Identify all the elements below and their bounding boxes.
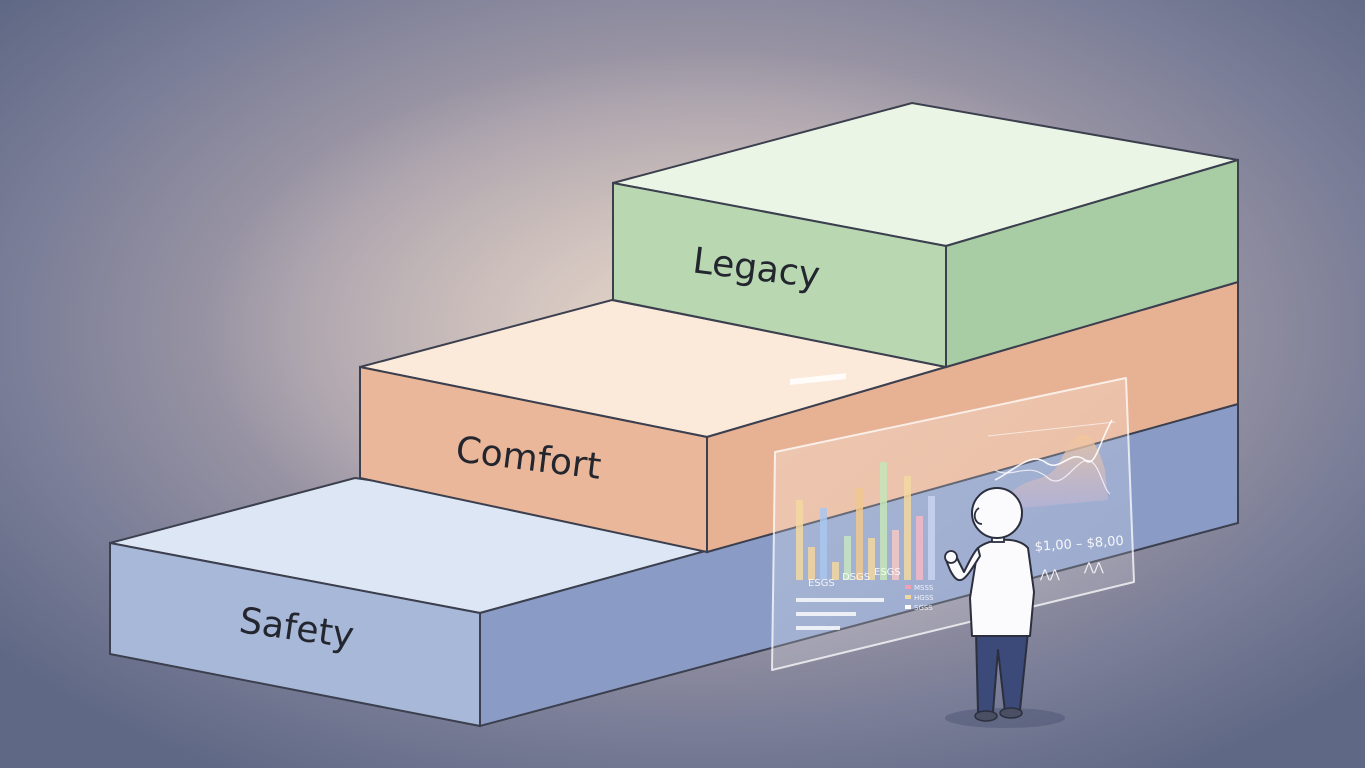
panel-area-chart (987, 419, 1116, 510)
area-chart-fill (1000, 434, 1108, 510)
legend-swatch (905, 605, 911, 609)
dashboard-glass (771, 377, 1135, 671)
bar-tick-label: DSGS (842, 572, 870, 583)
panel-text-line (796, 626, 840, 630)
person-shoe (999, 707, 1023, 719)
panel-legend: MSSS HGSS SGSS (905, 584, 934, 612)
bar (856, 488, 863, 580)
legend-label: SGSS (914, 604, 933, 612)
legend-label: MSSS (914, 584, 934, 592)
legend-label: HGSS (914, 594, 934, 602)
bar (808, 547, 815, 580)
bar-tick-label: ESGS (808, 578, 835, 589)
panel-glyph: ⋀⋀ (1039, 567, 1060, 581)
panel-text-line (796, 612, 856, 616)
step-legacy: Legacy (612, 101, 1239, 369)
legend-swatch (905, 585, 911, 589)
panel-range-text: $1,00 – $8,00 (1034, 534, 1124, 555)
bar (820, 508, 827, 580)
person-shadow (945, 708, 1065, 728)
panel-glyph: ⋀⋀ (1083, 560, 1104, 574)
person-ear (973, 507, 983, 525)
panel-bar-chart: ESGS DSGS ESGS (796, 462, 935, 589)
legacy-side-face (945, 158, 1239, 369)
bar (832, 562, 839, 580)
bar (916, 516, 923, 580)
bar-tick-label: ESGS (874, 567, 901, 578)
panel-title-bar (790, 373, 846, 385)
bar (904, 476, 911, 580)
bar (892, 530, 899, 580)
line-series (994, 419, 1113, 481)
person-shoe (974, 710, 998, 722)
panel-text-line (796, 598, 884, 602)
person-figure (944, 487, 1065, 728)
legend-swatch (905, 595, 911, 599)
bar (844, 536, 851, 580)
area-chart-gridline (987, 421, 1116, 437)
bar (928, 496, 935, 580)
person-head (971, 487, 1023, 539)
bar (868, 538, 875, 580)
person-torso (969, 538, 1035, 637)
person-hand (944, 550, 958, 564)
bar (796, 500, 803, 580)
dashboard-panel: ESGS DSGS ESGS MSSS HGSS SGSS $1,00 – $8… (771, 373, 1135, 671)
person-legs (975, 631, 1029, 713)
line-series (994, 459, 1111, 495)
bar (880, 462, 887, 580)
